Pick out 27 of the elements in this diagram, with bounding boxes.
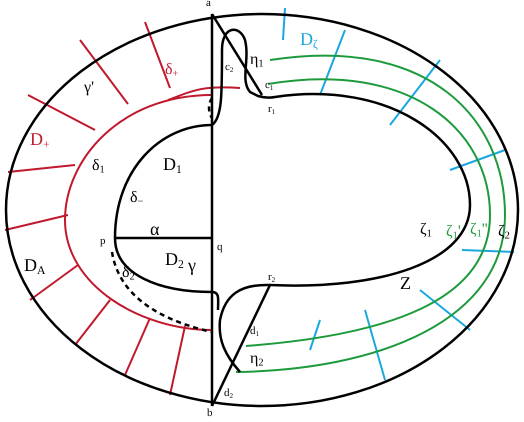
- curve-label: η$_{1}$: [250, 52, 264, 70]
- region-label: D$_{A}$: [24, 256, 46, 277]
- curve-label: ζ$_{1}$': [446, 224, 461, 242]
- point-label: d$_{1}$: [250, 326, 260, 338]
- point-label: a: [206, 0, 211, 9]
- point-label: p: [100, 236, 106, 247]
- curve-label: η$_{2}$: [250, 351, 264, 369]
- region-label: D$_{2}$: [165, 250, 184, 271]
- region-label: D$_{ζ}$: [300, 30, 318, 51]
- region-label: Z: [400, 274, 411, 292]
- region-label: D$_{1}$: [163, 155, 182, 176]
- point-label: r$_{2}$: [268, 272, 276, 284]
- curve-label: ζ$_{1}$: [420, 222, 432, 240]
- point-label: c$_{1}$: [265, 80, 274, 92]
- point-label: r$_{1}$: [268, 104, 276, 116]
- point-label: d$_{2}$: [224, 388, 234, 400]
- curve-label: δ$_{+}$: [165, 62, 178, 80]
- curve-label: γ: [188, 256, 196, 274]
- curve-label: δ$_{1}$: [92, 158, 105, 176]
- point-label: q: [217, 242, 222, 253]
- curve-label: δ$_{−}$: [130, 190, 144, 208]
- point-label: b: [207, 408, 212, 419]
- curve-label: ζ$_{1}$'': [470, 222, 488, 240]
- curve-label: α: [150, 220, 160, 238]
- point-label: c$_{2}$: [225, 62, 234, 74]
- curve-label: γ': [84, 80, 94, 96]
- region-label: D$_{+}$: [30, 130, 50, 151]
